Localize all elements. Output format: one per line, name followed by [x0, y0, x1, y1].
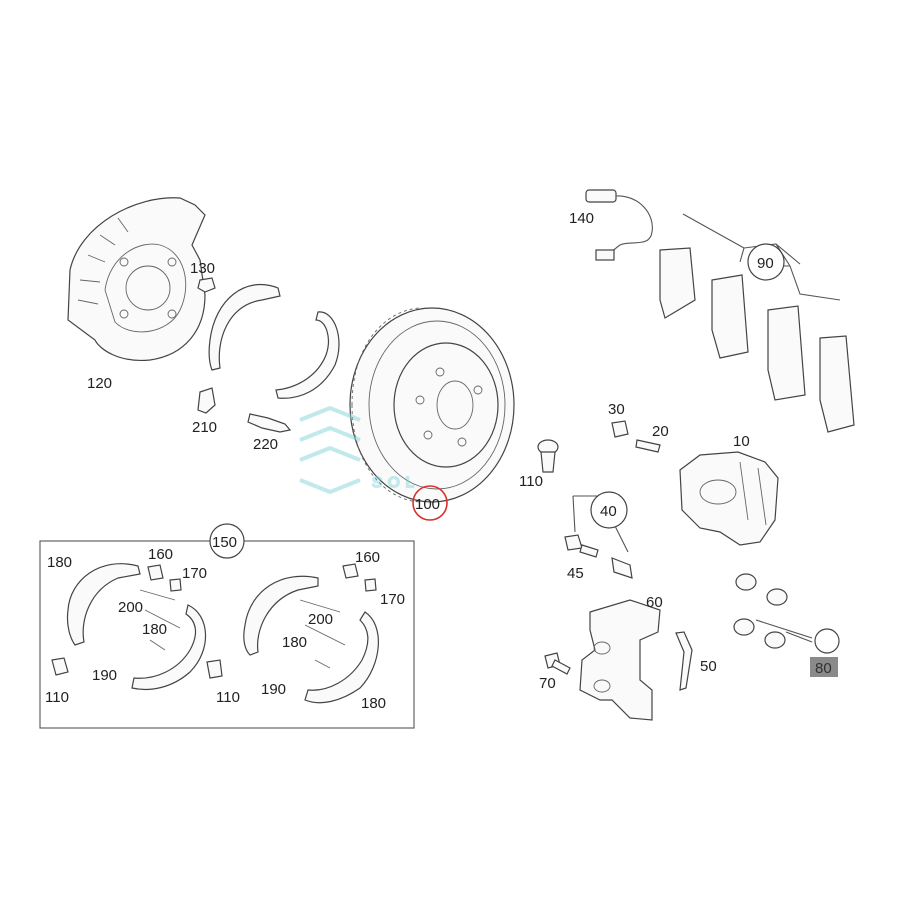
- kit-callout-190-a: 190: [92, 667, 117, 684]
- callout-120: 120: [87, 375, 112, 392]
- parking-brake-shoe-right[interactable]: [275, 311, 340, 399]
- watermark-logo: SOL: [299, 405, 420, 495]
- caliper-part[interactable]: [679, 451, 779, 546]
- kit-shoe-set-right[interactable]: [243, 575, 379, 704]
- kit-callout-180-b: 180: [142, 621, 167, 638]
- caliper-bracket-part[interactable]: [579, 599, 661, 721]
- callout-80-badge: [810, 657, 838, 677]
- parking-brake-shoe-left[interactable]: [208, 283, 281, 371]
- spring-part-220[interactable]: [247, 413, 292, 433]
- nut-part-130[interactable]: [197, 277, 216, 293]
- callout-210: 210: [192, 419, 217, 436]
- kit-callout-200-a: 200: [118, 599, 143, 616]
- kit-callout-170-b: 170: [380, 591, 405, 608]
- callout-130: 130: [190, 260, 215, 277]
- kit-callout-180-c: 180: [282, 634, 307, 651]
- highlight-circle: [412, 485, 448, 521]
- cap-part-30[interactable]: [611, 420, 629, 438]
- callout-60: 60: [646, 594, 663, 611]
- guide-pin-set[interactable]: [564, 495, 633, 579]
- spring-clip-part[interactable]: [675, 631, 693, 691]
- callout-150: 150: [212, 534, 237, 551]
- parking-brake-kit-box: [39, 523, 415, 729]
- callout-220: 220: [253, 436, 278, 453]
- callout-45: 45: [567, 565, 584, 582]
- callout-140: 140: [569, 210, 594, 227]
- piston-seal-kit[interactable]: [733, 573, 840, 654]
- bolt-part-70[interactable]: [544, 652, 571, 675]
- kit-callout-180-a: 180: [47, 554, 72, 571]
- callout-20: 20: [652, 423, 669, 440]
- bleeder-part-20[interactable]: [635, 439, 661, 453]
- dust-shield-part[interactable]: [67, 197, 206, 362]
- kit-shoe-set-left[interactable]: [66, 563, 207, 691]
- callout-70: 70: [539, 675, 556, 692]
- kit-callout-200-b: 200: [308, 611, 333, 628]
- brake-pad-set[interactable]: [659, 213, 855, 433]
- kit-callout-190-b: 190: [261, 681, 286, 698]
- kit-callout-160-b: 160: [355, 549, 380, 566]
- kit-small-hardware[interactable]: [51, 563, 377, 679]
- callout-100: 100: [415, 496, 440, 513]
- callout-80: 80: [815, 660, 832, 677]
- callout-90-bubble: [747, 243, 785, 281]
- wear-sensor-part[interactable]: [585, 189, 653, 261]
- kit-callout-160-a: 160: [148, 546, 173, 563]
- adjuster-part-210[interactable]: [197, 387, 216, 414]
- callout-50: 50: [700, 658, 717, 675]
- kit-callout-180-d: 180: [361, 695, 386, 712]
- kit-callout-170-a: 170: [182, 565, 207, 582]
- callout-40: 40: [600, 503, 617, 520]
- bolt-part-110[interactable]: [537, 439, 559, 473]
- callout-40-bubble: [590, 491, 628, 529]
- kit-callout-110-a: 110: [45, 689, 69, 706]
- callout-110: 110: [519, 473, 543, 490]
- kit-callout-110-b: 110: [216, 689, 240, 706]
- callout-90: 90: [757, 255, 774, 272]
- brake-disc-part[interactable]: [349, 307, 515, 503]
- callout-30: 30: [608, 401, 625, 418]
- watermark-text: SOL: [372, 474, 420, 491]
- callout-10: 10: [733, 433, 750, 450]
